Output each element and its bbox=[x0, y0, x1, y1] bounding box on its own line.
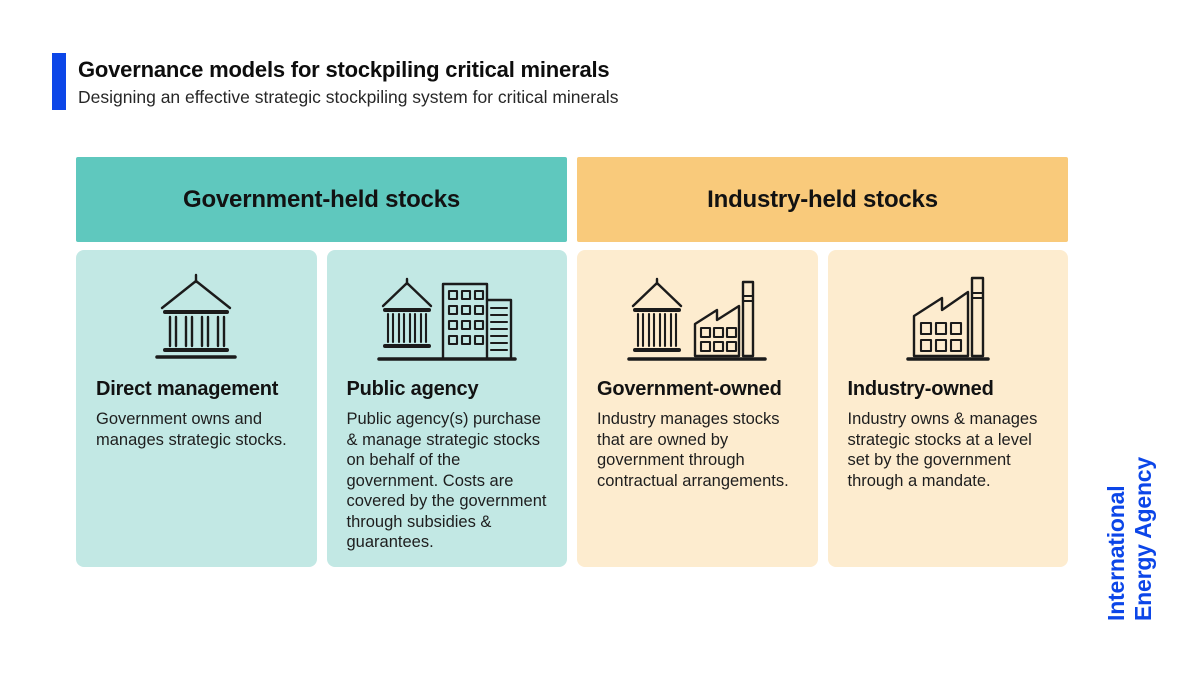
bank-and-office-buildings-icon bbox=[347, 270, 548, 362]
card-body: Industry owns & manages strategic stocks… bbox=[847, 410, 1038, 490]
iea-logo-line2: Energy Agency bbox=[1130, 457, 1156, 621]
bank-and-factory-icon bbox=[597, 270, 798, 362]
factory-icon bbox=[848, 270, 1049, 362]
bank-icon bbox=[96, 270, 297, 362]
card-body: Public agency(s) purchase & manage strat… bbox=[346, 410, 547, 551]
page-title: Governance models for stockpiling critic… bbox=[78, 57, 610, 82]
card-public-agency: Public agency Public agency(s) purchase … bbox=[326, 250, 567, 567]
column-header-industry-held: Industry-held stocks bbox=[577, 157, 1068, 242]
card-title: Public agency bbox=[346, 378, 479, 400]
card-title: Direct management bbox=[96, 378, 279, 400]
iea-logo: International Energy Agency bbox=[1103, 457, 1157, 621]
title-block: Governance models for stockpiling critic… bbox=[78, 57, 978, 108]
card-title: Industry-owned bbox=[847, 378, 994, 400]
title-accent-bar bbox=[52, 53, 66, 110]
iea-logo-line1: International bbox=[1103, 485, 1129, 621]
card-body: Government owns and manages strategic st… bbox=[96, 410, 287, 449]
card-industry-owned: Industry-owned Industry owns & manages s… bbox=[827, 250, 1068, 567]
governance-models-grid: Government-held stocks Industry-held sto… bbox=[76, 157, 1068, 567]
page-subtitle: Designing an effective strategic stockpi… bbox=[78, 87, 619, 107]
card-government-owned: Government-owned Industry manages stocks… bbox=[577, 250, 818, 567]
card-body: Industry manages stocks that are owned b… bbox=[597, 410, 789, 490]
card-title: Government-owned bbox=[597, 378, 782, 400]
card-direct-management: Direct management Government owns and ma… bbox=[76, 250, 317, 567]
column-header-government-held: Government-held stocks bbox=[76, 157, 567, 242]
